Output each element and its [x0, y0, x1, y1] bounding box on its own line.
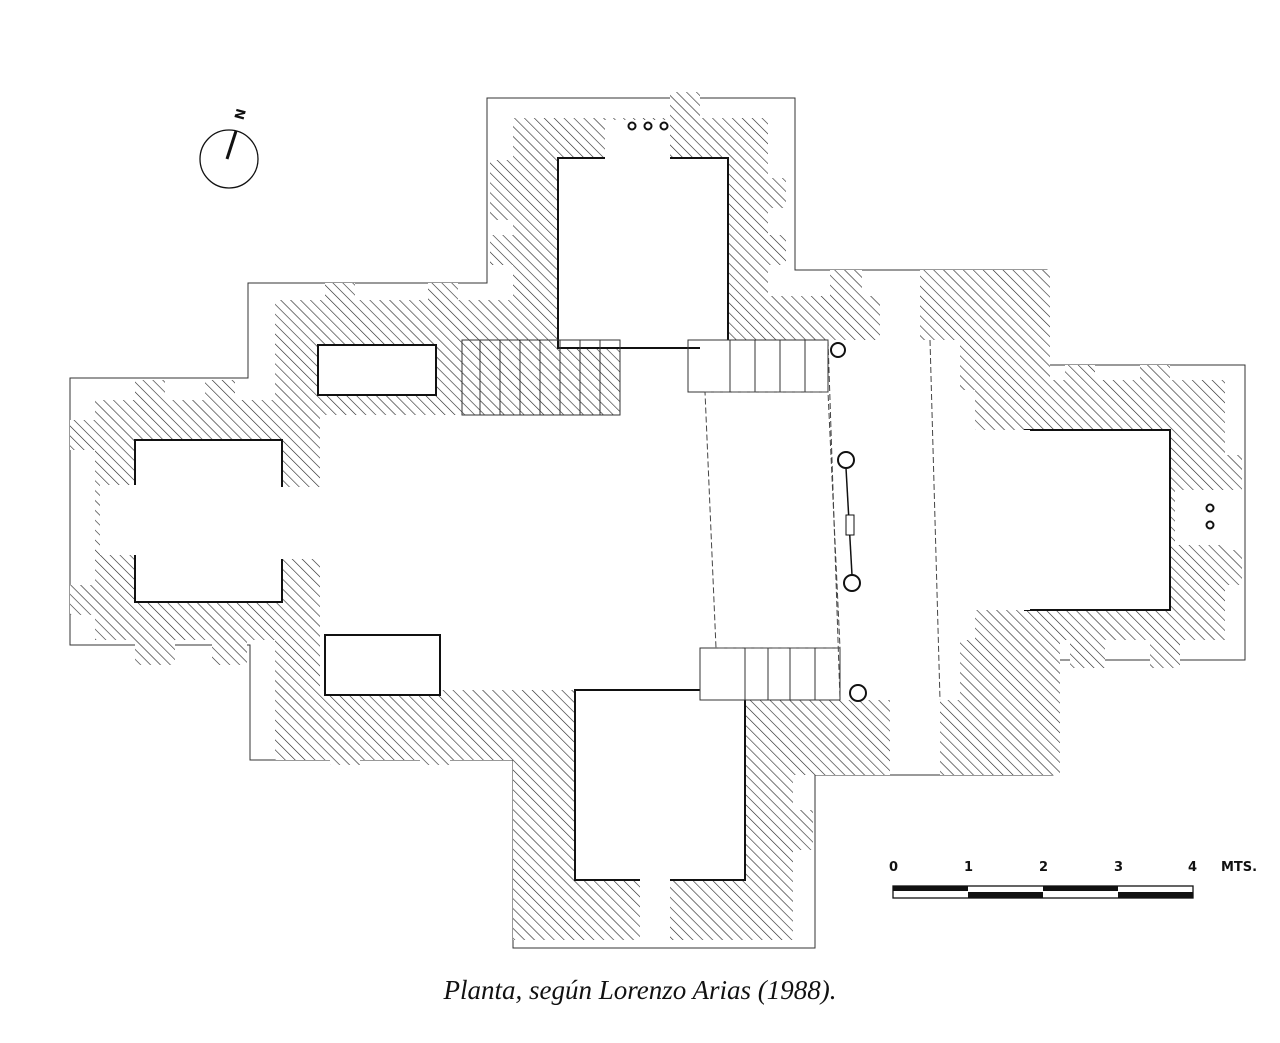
columns — [627, 121, 1215, 702]
rooms — [100, 120, 1225, 945]
stairs — [461, 339, 841, 701]
north-arrow: N — [199, 107, 259, 189]
south-chapel — [574, 689, 746, 881]
north-chapel — [557, 157, 729, 349]
scale-tick-4: 4 — [1188, 860, 1197, 875]
scale-tick-3: 3 — [1114, 860, 1123, 875]
northwest-room — [317, 344, 437, 396]
figure-caption: Planta, según Lorenzo Arias (1988). — [443, 975, 837, 1005]
west-chapel — [134, 439, 283, 603]
southwest-room — [324, 634, 441, 696]
east-chapel — [1024, 429, 1171, 611]
scale-tick-2: 2 — [1039, 860, 1048, 875]
scale-bar: 0 1 2 3 4 MTS. — [889, 860, 1257, 899]
presbytery-lines — [704, 339, 941, 701]
north-label: N — [233, 107, 250, 121]
compass-circle-icon — [199, 129, 259, 189]
scale-tick-0: 0 — [889, 860, 898, 875]
presbytery — [700, 340, 960, 700]
scale-unit: MTS. — [1221, 860, 1257, 875]
scale-tick-1: 1 — [964, 860, 973, 875]
north-needle-icon — [225, 130, 238, 160]
